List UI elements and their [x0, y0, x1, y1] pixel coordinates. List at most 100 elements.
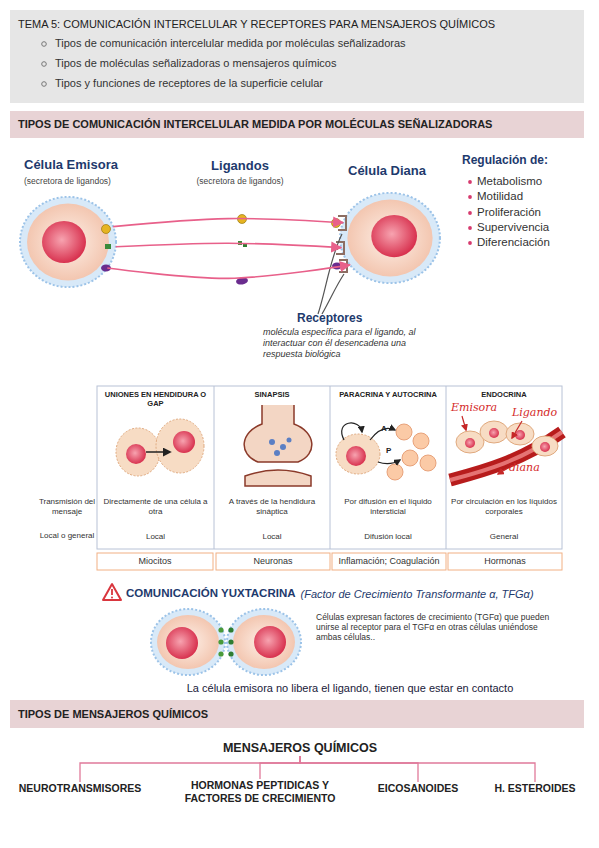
synapse-illustration [244, 405, 312, 462]
topic-text: TEMA 5: COMUNICACIÓN INTERCELULAR Y RECE… [18, 18, 578, 31]
messenger-type: HORMONAS PEPTIDICAS Y FACTORES DE CRECIM… [175, 779, 345, 804]
row-label: Transmisión del mensaje [38, 497, 96, 516]
cell-outline [338, 190, 442, 286]
juxtacrine-illustration [254, 626, 286, 658]
juxtacrine-illustration [228, 639, 233, 644]
endocrine-illustration [506, 423, 534, 445]
topic-text: Tipos y funciones de receptores de la su… [55, 77, 575, 90]
synapse-illustration [287, 438, 292, 443]
example-cell: Miocitos [97, 556, 213, 567]
tree-connector [300, 756, 535, 782]
endocrine-illustration [465, 438, 475, 448]
synapse-illustration [274, 450, 280, 456]
ligand-heading: Ligandos [195, 158, 285, 174]
ligand-molecules [243, 243, 247, 247]
bullet-marks [42, 82, 47, 87]
signal-arrow [116, 243, 341, 247]
paracrine-illustration [336, 434, 380, 474]
section-heading: TIPOS DE MENSAJEROS QUÍMICOS [18, 708, 578, 721]
example-cell: Neuronas [216, 556, 330, 567]
juxtacrine-illustration [218, 627, 223, 632]
receptor-molecules [336, 242, 344, 254]
ligand-molecules [101, 215, 249, 286]
receptor-molecules [333, 245, 338, 250]
juxtacrine-illustration [227, 609, 301, 675]
table-header: ENDOCRINA [448, 390, 560, 399]
receptor-molecules [332, 263, 342, 270]
topic-band: TEMA 5: COMUNICACIÓN INTERCELULAR Y RECE… [10, 10, 584, 103]
cell-nucleus [371, 215, 417, 257]
synapse-illustration [269, 439, 275, 445]
table-header: SINAPSIS [216, 390, 328, 399]
juxtacrine-note: La célula emisora no libera el ligando, … [130, 682, 570, 695]
warning-icon [111, 597, 113, 599]
table-cell: Directamente de una célula a otra [99, 497, 212, 516]
bullet-marks [42, 42, 47, 87]
comparison-table [446, 386, 447, 549]
table-cell: General [448, 532, 560, 542]
endocrine-illustration [532, 436, 558, 456]
juxtacrine-illustration [233, 615, 295, 669]
endocrine-illustration [462, 416, 466, 430]
regulation-item: Motilidad [477, 190, 523, 204]
juxtacrine-illustration [228, 651, 233, 656]
tree-connector [80, 756, 300, 782]
bullet-dots [468, 211, 472, 215]
juxtacrine-subtitle: (Factor de Crecimiento Transformante α, … [301, 588, 534, 601]
juxtacrine-illustration [151, 609, 225, 675]
bullet-marks [42, 42, 47, 47]
signal-arrow [113, 219, 343, 227]
cell-cytoplasm [347, 200, 432, 277]
receptor-heading: Receptores [297, 311, 362, 325]
receptor-molecules [332, 216, 348, 272]
row-label: Local o general [38, 531, 96, 541]
juxtacrine-illustration [157, 615, 219, 669]
paracrine-illustration [342, 423, 362, 440]
tree-connector [260, 756, 300, 779]
paracrine-illustration [346, 446, 366, 466]
table-cell: Por difusión en el líquido intersticial [332, 497, 444, 516]
arrow-letter: A [381, 424, 387, 434]
handwritten-note: Emisora [451, 401, 497, 414]
leader-lines [322, 274, 344, 314]
receptor-description: molécula específica para el ligando, al … [263, 327, 435, 359]
bullet-dots [468, 241, 472, 245]
cell-heading: Célula Diana [348, 163, 426, 179]
ligand-note: (secretora de ligandos) [188, 176, 292, 186]
example-cell: Hormonas [448, 556, 562, 567]
paracrine-illustration [378, 460, 400, 464]
warning-icon [103, 584, 121, 600]
tree-text: H. ESTEROIDES [480, 782, 590, 795]
receptor-molecules [338, 216, 346, 230]
leader-lines [318, 234, 342, 314]
endocrine-illustration [512, 421, 522, 438]
juxtacrine-illustration [218, 651, 223, 656]
topic-text: Tipos de moléculas señalizadoras o mensa… [55, 57, 575, 70]
table-cell: Por circulación en los líquidos corporal… [448, 497, 560, 516]
table-cell: Local [216, 532, 328, 542]
warning-icon [111, 589, 113, 595]
receptor-molecules [339, 260, 347, 272]
tree-text: MENSAJEROS QUÍMICOS [200, 741, 400, 756]
endocrine-illustration [489, 428, 499, 438]
paracrine-illustration [396, 424, 412, 440]
comparison-table [332, 553, 446, 570]
gap-junction-illustration [173, 431, 195, 453]
cell-heading: (secretora de ligandos) [24, 176, 111, 186]
table-cell: Difusión local [332, 532, 444, 542]
receptor-molecules [332, 219, 341, 228]
comparison-table [216, 553, 330, 570]
comparison-table [97, 386, 562, 570]
section-band: TIPOS DE MENSAJEROS QUÍMICOS [10, 700, 584, 728]
bullet-dots [468, 180, 472, 184]
comparison-table [97, 553, 213, 570]
comparison-table [214, 386, 215, 549]
ligand-molecules [101, 265, 111, 272]
table-header: UNIONES EN HENDIDURA O GAP [99, 390, 212, 408]
gap-junction-illustration [116, 428, 160, 476]
tree-text: HORMONAS PEPTIDICAS Y FACTORES DE CRECIM… [175, 779, 345, 804]
paracrine-illustration [387, 464, 403, 480]
tree-connector [300, 756, 418, 782]
